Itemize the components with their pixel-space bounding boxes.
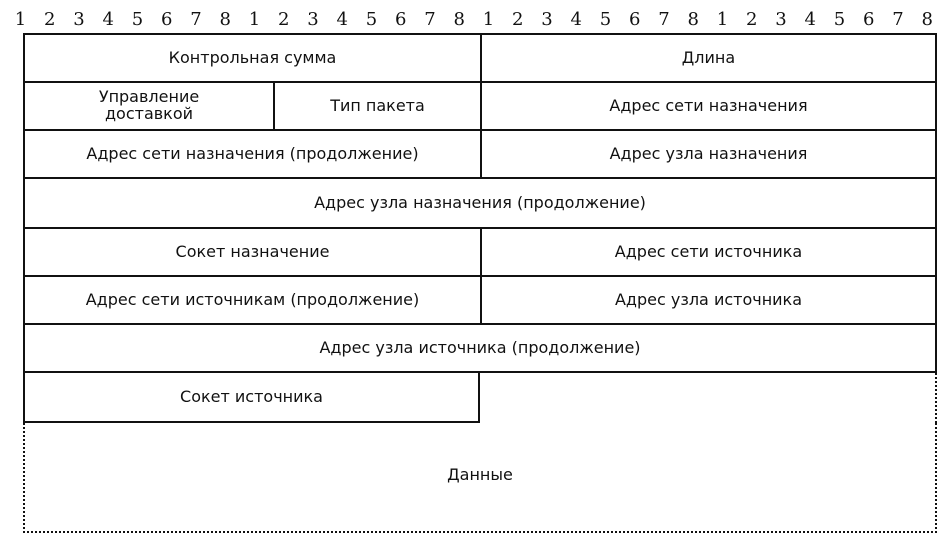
field-destination-node: Адрес узла назначения — [480, 131, 937, 179]
field-source-node-cont: Адрес узла источника (продолжение) — [23, 325, 937, 373]
packet-row: Адрес сети источникам (продолжение) Адре… — [23, 277, 937, 325]
bit-number: 5 — [599, 8, 612, 30]
packet-row: Сокет назначение Адрес сети источника — [23, 229, 937, 277]
bit-number: 8 — [687, 8, 699, 30]
bit-number: 1 — [482, 8, 495, 30]
bit-number: 3 — [307, 8, 319, 30]
bit-number: 4 — [570, 8, 582, 30]
packet-row: Адрес узла назначения (продолжение) — [23, 179, 937, 229]
bit-number: 3 — [541, 8, 553, 30]
bit-number: 1 — [248, 8, 261, 30]
field-destination-socket: Сокет назначение — [23, 229, 480, 277]
field-source-socket: Сокет источника — [23, 373, 480, 423]
bit-number: 2 — [278, 8, 290, 30]
packet-row: Управление доставкой Тип пакета Адрес се… — [23, 83, 937, 131]
bit-number: 6 — [863, 8, 875, 30]
field-transport-control: Управление доставкой — [23, 83, 273, 131]
bit-number: 4 — [336, 8, 348, 30]
bit-number: 2 — [746, 8, 758, 30]
field-source-network-cont: Адрес сети источникам (продолжение) — [23, 277, 480, 325]
bit-number: 8 — [453, 8, 465, 30]
data-area-edge — [480, 373, 937, 423]
bit-number: 7 — [190, 8, 202, 30]
bit-number: 2 — [44, 8, 56, 30]
field-length: Длина — [480, 33, 937, 83]
bit-number: 8 — [921, 8, 933, 30]
bit-number: 5 — [833, 8, 846, 30]
field-destination-network: Адрес сети назначения — [480, 83, 937, 131]
bit-number: 6 — [161, 8, 173, 30]
field-source-node: Адрес узла источника — [480, 277, 937, 325]
bit-number: 5 — [365, 8, 378, 30]
packet-row: Адрес узла источника (продолжение) — [23, 325, 937, 373]
bit-number: 8 — [219, 8, 231, 30]
bit-number: 3 — [775, 8, 787, 30]
field-checksum: Контрольная сумма — [23, 33, 480, 83]
packet-header-diagram: Контрольная сумма Длина Управление доста… — [23, 33, 937, 533]
bit-number: 1 — [716, 8, 729, 30]
bit-number: 6 — [629, 8, 641, 30]
bit-number: 4 — [804, 8, 816, 30]
bit-number: 6 — [395, 8, 407, 30]
field-source-network: Адрес сети источника — [480, 229, 937, 277]
field-packet-type: Тип пакета — [273, 83, 480, 131]
bit-number: 2 — [512, 8, 524, 30]
bit-number: 4 — [102, 8, 114, 30]
packet-row: Адрес сети назначения (продолжение) Адре… — [23, 131, 937, 179]
packet-row: Сокет источника — [23, 373, 480, 423]
field-destination-node-cont: Адрес узла назначения (продолжение) — [23, 179, 937, 229]
bit-number: 7 — [658, 8, 670, 30]
packet-row: Контрольная сумма Длина — [23, 33, 937, 83]
field-data: Данные — [447, 465, 513, 484]
bit-number: 3 — [73, 8, 85, 30]
bit-number: 7 — [424, 8, 436, 30]
field-destination-network-cont: Адрес сети назначения (продолжение) — [23, 131, 480, 179]
bit-number: 5 — [131, 8, 144, 30]
bit-number: 1 — [14, 8, 27, 30]
bit-number-ruler: 1 2 3 4 5 6 7 8 1 2 3 4 5 6 7 8 1 2 3 4 … — [0, 6, 944, 32]
data-area — [23, 423, 937, 533]
bit-number: 7 — [892, 8, 904, 30]
